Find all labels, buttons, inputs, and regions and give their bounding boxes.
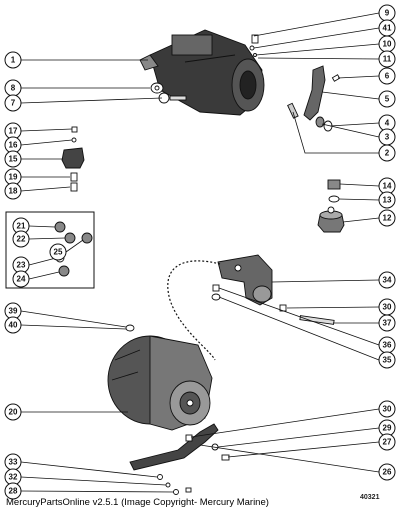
svg-text:25: 25	[54, 248, 63, 257]
svg-text:29: 29	[383, 424, 392, 433]
svg-text:11: 11	[383, 55, 392, 64]
stud-and-nuts	[287, 74, 341, 132]
callout-40[interactable]: 40	[4, 316, 22, 334]
callout-2[interactable]: 2	[378, 144, 396, 162]
svg-text:32: 32	[9, 473, 18, 482]
alternator	[107, 335, 213, 431]
svg-text:5: 5	[385, 95, 390, 104]
svg-text:35: 35	[383, 356, 392, 365]
alternator-bracket	[217, 254, 273, 306]
callout-34[interactable]: 34	[378, 271, 396, 289]
svg-text:6: 6	[385, 72, 390, 81]
svg-text:19: 19	[9, 173, 18, 182]
svg-text:18: 18	[9, 187, 18, 196]
callout-37[interactable]: 37	[378, 314, 396, 332]
svg-text:23: 23	[17, 261, 26, 270]
svg-text:16: 16	[9, 141, 18, 150]
callout-8[interactable]: 8	[4, 79, 22, 97]
callout-3[interactable]: 3	[378, 128, 396, 146]
callout-1[interactable]: 1	[4, 51, 22, 69]
callout-13[interactable]: 13	[378, 191, 396, 209]
starter-motor	[139, 29, 265, 116]
svg-text:9: 9	[385, 9, 390, 18]
callout-25[interactable]: 25	[49, 243, 67, 261]
bracket-hardware	[211, 284, 221, 301]
svg-text:27: 27	[383, 438, 392, 447]
callout-20[interactable]: 20	[4, 403, 22, 421]
spacer-stack	[61, 126, 85, 192]
washer	[150, 82, 164, 94]
callout-19[interactable]: 19	[4, 168, 22, 186]
svg-text:40: 40	[9, 321, 18, 330]
svg-text:3: 3	[385, 133, 390, 142]
callout-22[interactable]: 22	[12, 230, 30, 248]
starter-bracket	[303, 65, 326, 121]
brace-hardware	[157, 474, 192, 495]
spacer-washers	[125, 324, 135, 332]
callout-28-left[interactable]: 28	[4, 482, 22, 500]
callout-41[interactable]: 41	[378, 19, 396, 37]
callout-24[interactable]: 24	[12, 270, 30, 288]
svg-text:17: 17	[9, 127, 18, 136]
callout-12[interactable]: 12	[378, 209, 396, 227]
callout-33[interactable]: 33	[4, 453, 22, 471]
svg-text:14: 14	[383, 182, 392, 191]
svg-text:24: 24	[17, 275, 26, 284]
callout-10[interactable]: 10	[378, 35, 396, 53]
svg-text:1: 1	[11, 56, 16, 65]
svg-text:7: 7	[11, 99, 16, 108]
leader-lines	[20, 12, 380, 493]
mount-bolt	[158, 92, 187, 104]
svg-text:13: 13	[383, 196, 392, 205]
drive-belt	[167, 260, 221, 361]
svg-text:2: 2	[385, 149, 390, 158]
svg-text:34: 34	[383, 276, 392, 285]
svg-text:20: 20	[9, 408, 18, 417]
adjusting-bolt	[279, 304, 335, 325]
svg-text:4: 4	[385, 119, 390, 128]
callout-18[interactable]: 18	[4, 182, 22, 200]
callout-15[interactable]: 15	[4, 150, 22, 168]
callout-35[interactable]: 35	[378, 351, 396, 369]
svg-text:39: 39	[9, 307, 18, 316]
figure-number: 40321	[360, 494, 380, 501]
alternator-brace	[129, 423, 230, 471]
callout-27[interactable]: 27	[378, 433, 396, 451]
callout-26[interactable]: 26	[378, 463, 396, 481]
svg-text:28: 28	[9, 487, 18, 496]
callout-5[interactable]: 5	[378, 90, 396, 108]
svg-text:37: 37	[383, 319, 392, 328]
callout-30-upper[interactable]: 30	[378, 298, 396, 316]
svg-text:33: 33	[9, 458, 18, 467]
svg-text:21: 21	[17, 222, 26, 231]
svg-text:36: 36	[383, 341, 392, 350]
svg-text:26: 26	[383, 468, 392, 477]
svg-text:30: 30	[383, 405, 392, 414]
svg-text:30: 30	[383, 303, 392, 312]
svg-text:41: 41	[383, 24, 392, 33]
callout-30-lower[interactable]: 30	[378, 400, 396, 418]
callout-36[interactable]: 36	[378, 336, 396, 354]
terminal-hardware	[249, 34, 259, 57]
svg-text:10: 10	[383, 40, 392, 49]
svg-text:8: 8	[11, 84, 16, 93]
callout-9[interactable]: 9	[378, 4, 396, 22]
copyright-footer: MercuryPartsOnline v2.5.1 (Image Copyrig…	[6, 497, 269, 508]
oil-pressure-switch	[317, 179, 345, 233]
callout-7[interactable]: 7	[4, 94, 22, 112]
svg-text:12: 12	[383, 214, 392, 223]
svg-text:22: 22	[17, 235, 26, 244]
callout-6[interactable]: 6	[378, 67, 396, 85]
callout-11[interactable]: 11	[378, 50, 396, 68]
svg-text:15: 15	[9, 155, 18, 164]
